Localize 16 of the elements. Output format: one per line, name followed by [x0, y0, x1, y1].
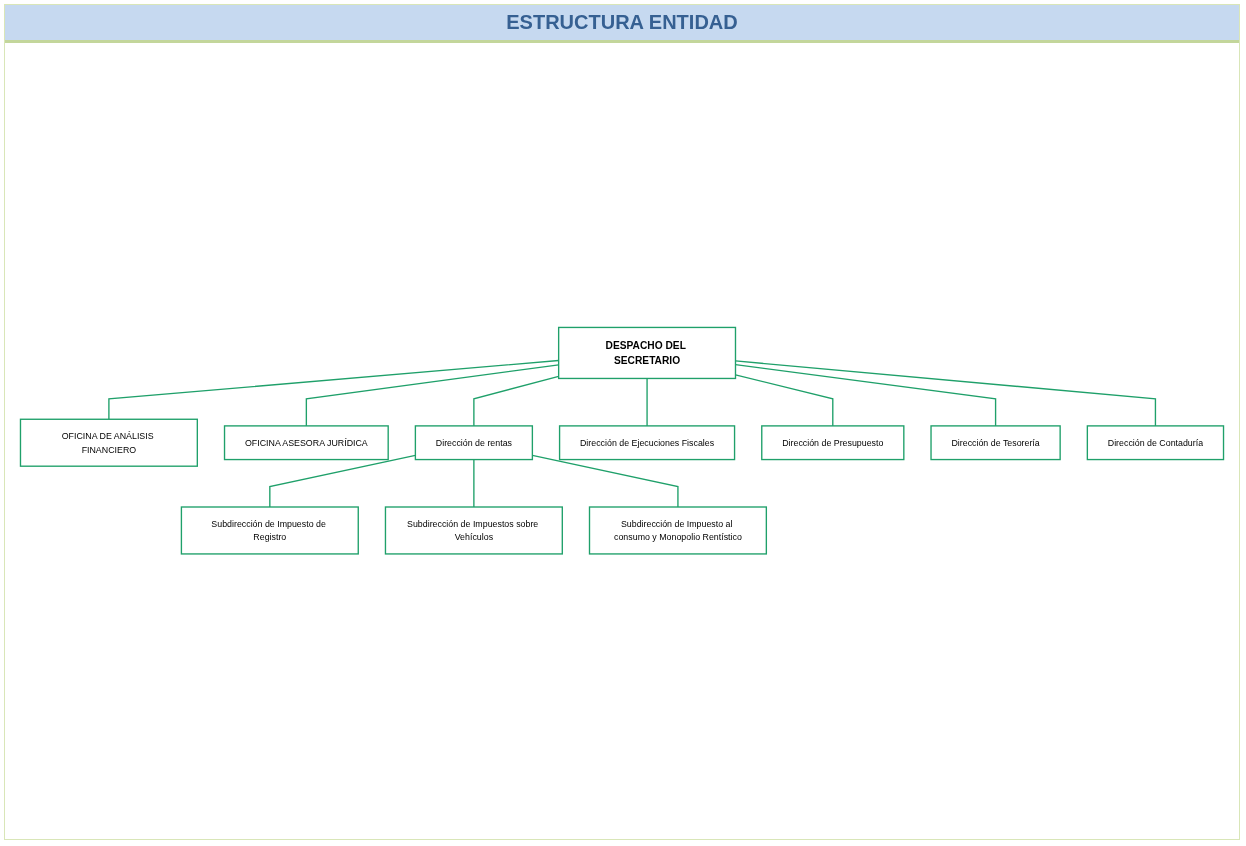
node-box: OFICINA DE ANÁLISIS FINANCIERO	[19, 418, 198, 468]
node-box: DESPACHO DEL SECRETARIO	[557, 327, 737, 380]
node-box: Dirección de Tesorería	[930, 425, 1061, 461]
connector	[646, 378, 648, 427]
node-box: Subdirección de Impuestos sobre Vehículos	[384, 506, 563, 555]
node-box: Dirección de Ejecuciones Fiscales	[558, 425, 736, 461]
node-box: Dirección de rentas	[414, 425, 534, 461]
node-box: Dirección de Contaduría	[1086, 425, 1225, 461]
node-box: Subdirección de Impuesto al consumo y Monopolio Rentístico	[588, 506, 768, 555]
connector	[473, 376, 560, 427]
node-box: Subdirección de Impuesto de Registro	[180, 506, 359, 555]
node-box: OFICINA ASESORA JURÍDICA	[223, 425, 389, 461]
node-box: Dirección de Presupuesto	[761, 425, 905, 461]
connector	[305, 364, 560, 427]
title-banner: ESTRUCTURA ENTIDAD	[5, 5, 1239, 43]
connector	[473, 459, 475, 508]
